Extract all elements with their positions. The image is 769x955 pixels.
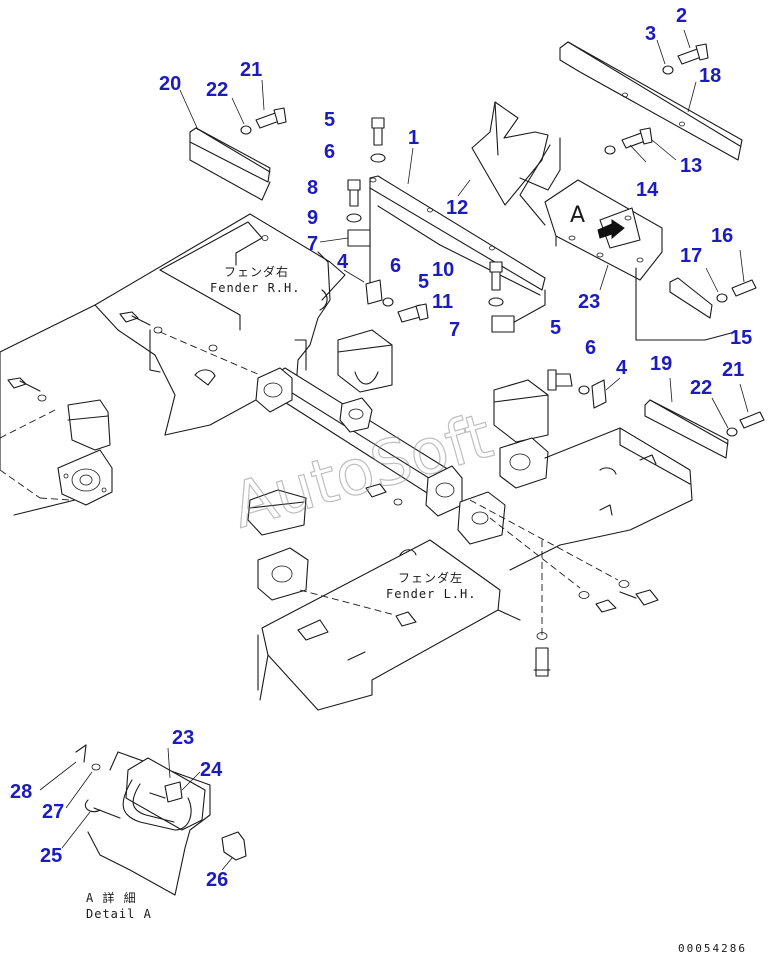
fender-lh-en: Fender L.H. [386, 587, 476, 601]
callout-4: 4 [337, 251, 349, 273]
callout-22: 22 [690, 377, 712, 399]
bracket-15 [519, 144, 736, 341]
callout-16: 16 [711, 225, 733, 247]
callout-13: 13 [680, 155, 702, 177]
callout-23: 23 [172, 727, 194, 749]
callout-6: 6 [390, 255, 401, 277]
bolts-left [7, 311, 261, 402]
callout-6: 6 [324, 141, 335, 163]
callout-23: 23 [578, 291, 600, 313]
callout-15: 15 [730, 327, 752, 349]
mount-centre [247, 329, 403, 601]
frame-right [509, 427, 693, 571]
callout-5: 5 [418, 271, 429, 293]
detail-a: A 詳 細 Detail A [39, 744, 247, 921]
callout-22: 22 [206, 79, 228, 101]
callout-25: 25 [40, 845, 62, 867]
callout-20: 20 [159, 73, 181, 95]
callout-21: 21 [240, 59, 262, 81]
bracket-20 [189, 127, 271, 201]
fender-rh-en: Fender R.H. [210, 281, 300, 295]
doc-number: 00054286 [678, 942, 747, 955]
hardware [179, 29, 765, 437]
fender-lh-jp: フェンダ左 [398, 570, 463, 585]
detail-marker-a: A [570, 203, 585, 228]
callout-17: 17 [680, 245, 702, 267]
callout-7: 7 [307, 233, 318, 255]
fender-rh-jp: フェンダ右 [224, 264, 289, 279]
detail-a-en: Detail A [86, 907, 152, 921]
bracket-12 [471, 101, 561, 206]
callout-26: 26 [206, 869, 228, 891]
callout-4: 4 [616, 357, 628, 379]
callout-6: 6 [585, 337, 596, 359]
callout-2: 2 [676, 5, 687, 27]
callout-10: 10 [432, 259, 454, 281]
plate-23: A [544, 179, 663, 281]
callout-21: 21 [722, 359, 744, 381]
callout-5: 5 [324, 109, 335, 131]
callout-11: 11 [432, 291, 453, 313]
callout-8: 8 [307, 177, 318, 199]
callout-14: 14 [636, 179, 659, 201]
callout-24: 24 [200, 759, 223, 781]
callout-18: 18 [699, 65, 721, 87]
callout-7: 7 [449, 319, 460, 341]
callout-9: 9 [307, 207, 318, 229]
callouts: 2 3 18 20 22 21 5 1 6 13 8 12 14 9 7 16 … [10, 5, 752, 891]
bracket-18 [559, 41, 743, 161]
callout-27: 27 [42, 801, 64, 823]
callout-5: 5 [550, 317, 561, 339]
frame-lh [257, 539, 521, 711]
mount-right [457, 379, 549, 545]
frame-rh [0, 213, 346, 516]
mount-left [57, 399, 113, 506]
callout-19: 19 [650, 353, 672, 375]
callout-12: 12 [446, 197, 468, 219]
callout-28: 28 [10, 781, 32, 803]
bracket-19 [644, 399, 729, 459]
callout-1: 1 [408, 127, 419, 149]
callout-3: 3 [645, 23, 656, 45]
cross-tube [255, 339, 463, 517]
detail-a-jp: A 詳 細 [86, 890, 137, 905]
assembly-lines [299, 499, 659, 677]
